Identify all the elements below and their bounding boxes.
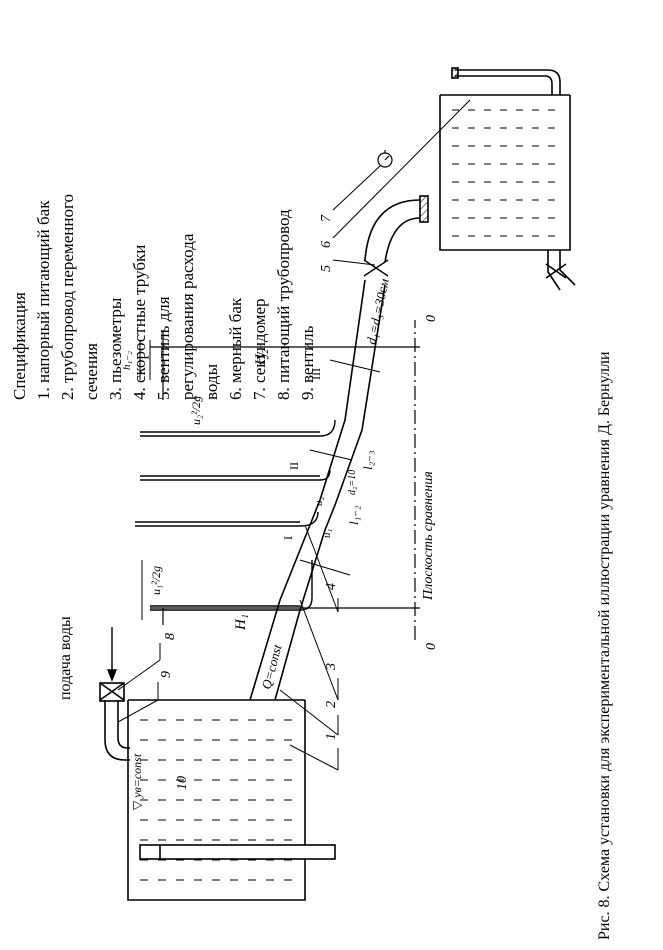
label-d2: d₂=10	[347, 470, 358, 495]
regulating-valve	[363, 259, 389, 277]
label-l12: l₁₋₂	[346, 505, 361, 525]
label-h1: H₁	[233, 614, 249, 631]
label-h2: H₂	[253, 349, 269, 366]
spec-item: сечения	[82, 343, 101, 400]
label-1: 1	[324, 733, 339, 740]
label-u2: u₂	[313, 497, 325, 507]
label-q-const: Q=const	[258, 642, 284, 690]
label-5: 5	[319, 265, 334, 272]
piezometers	[135, 419, 336, 611]
label-l23: l₂₋₃	[360, 450, 375, 470]
label-8: 8	[163, 633, 178, 640]
label-10: 10	[175, 776, 190, 790]
label-section-1: I	[281, 536, 295, 540]
head-lines	[150, 330, 420, 625]
label-9: 9	[159, 671, 174, 678]
label-7: 7	[319, 214, 334, 222]
stopwatch-icon	[377, 150, 393, 168]
water-supply-arrow	[106, 627, 118, 682]
label-loss-12: h₁₋₂	[121, 351, 133, 370]
figure-caption: Рис. 8. Схема установки для эксперимента…	[596, 351, 613, 940]
label-level-const: ▽ ув=const	[130, 753, 144, 810]
specification-block: Спецификация 1. напорный питающий бак 2.…	[8, 110, 317, 400]
label-3: 3	[324, 663, 339, 671]
supply-tank	[127, 699, 336, 901]
spec-item: регулирования расхода	[178, 233, 197, 400]
spec-item: 8. питающий трубопровод	[274, 209, 293, 400]
spec-item: 6. мерный бак	[226, 297, 245, 400]
label-comparison-plane: Плоскость сравнения	[421, 471, 436, 601]
spec-item: 5. вентиль для	[154, 296, 173, 400]
spec-item: 9. вентиль	[298, 325, 317, 400]
measuring-tank	[439, 67, 576, 291]
outlet-elbow	[364, 195, 429, 263]
section-lines	[299, 359, 381, 576]
water-supply-label: подача воды	[57, 616, 74, 700]
label-4: 4	[324, 583, 339, 590]
label-6: 6	[319, 241, 334, 248]
variable-section-pipe	[249, 279, 386, 701]
label-2: 2	[324, 701, 339, 708]
label-zero-right: 0	[424, 315, 439, 322]
spec-item: 2. трубопровод переменного	[58, 194, 77, 400]
spec-title: Спецификация	[10, 292, 29, 400]
spec-item: 7. секундомер	[250, 298, 269, 400]
spec-item: воды	[202, 364, 221, 400]
spec-item: 1. напорный питающий бак	[34, 200, 53, 400]
label-section-3: III	[309, 368, 323, 380]
label-zero-left: 0	[424, 643, 439, 650]
label-section-2: II	[287, 462, 301, 470]
supply-pipe	[99, 682, 130, 761]
label-velocity-head-2: u₂²/2g	[189, 396, 203, 425]
label-velocity-head-1: u₁²/2g	[149, 566, 163, 595]
label-u1: u₁	[321, 529, 333, 539]
spec-item: 4. скоростные трубки	[130, 244, 149, 400]
label-diameters: d₁=d₃=30см	[363, 277, 392, 345]
spec-item: 3. пьезометры	[106, 297, 125, 400]
